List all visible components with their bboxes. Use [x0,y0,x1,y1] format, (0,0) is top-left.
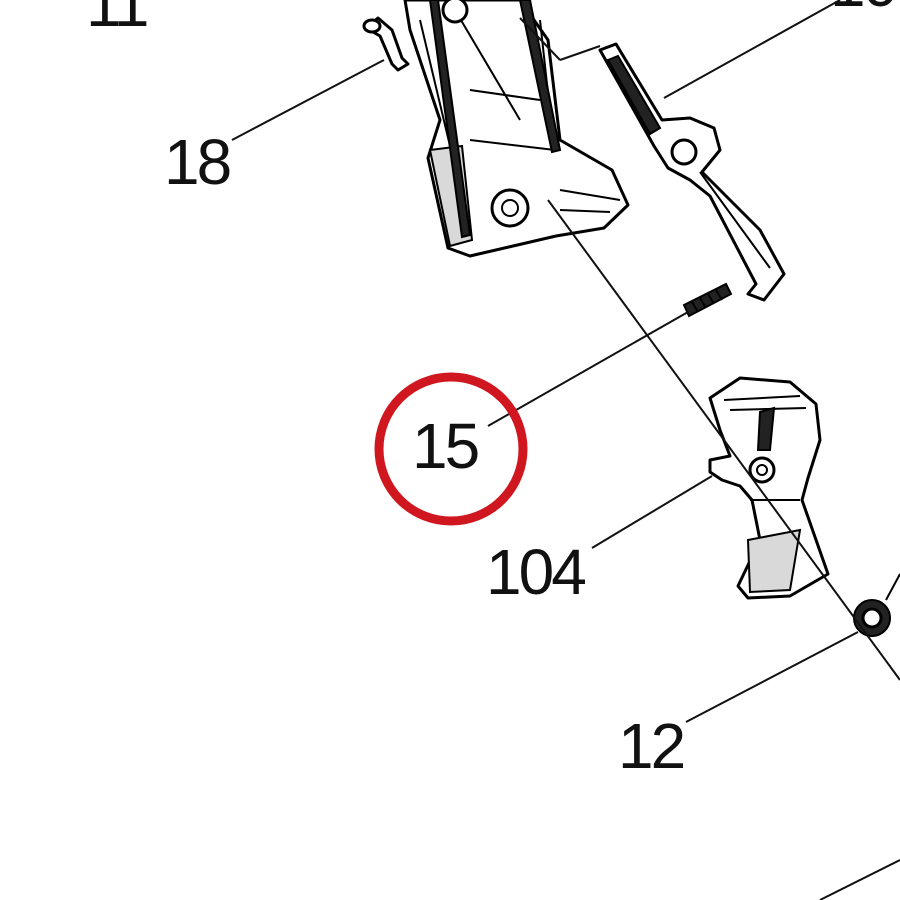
assembly-axis-lines [519,17,900,900]
leader-line-104 [591,475,713,549]
label-part-104: 104 [486,536,585,608]
screw-part-18 [362,16,410,72]
label-part-11: 11 [86,0,147,40]
highlight-circle [374,372,528,526]
leader-line-18 [231,59,385,141]
label-part-12: 12 [618,710,684,782]
handle-housing-part [403,0,630,258]
label-part-10: 10 [830,0,897,20]
spring-pin-part-15 [682,282,733,318]
trigger-part-104 [708,376,830,600]
label-part-18: 18 [164,126,230,198]
leader-line-12 [685,631,859,723]
leader-line-10 [663,0,841,99]
trigger-lock-part-10 [598,42,786,302]
label-part-15: 15 [412,410,478,482]
leader-line-15 [487,311,689,427]
